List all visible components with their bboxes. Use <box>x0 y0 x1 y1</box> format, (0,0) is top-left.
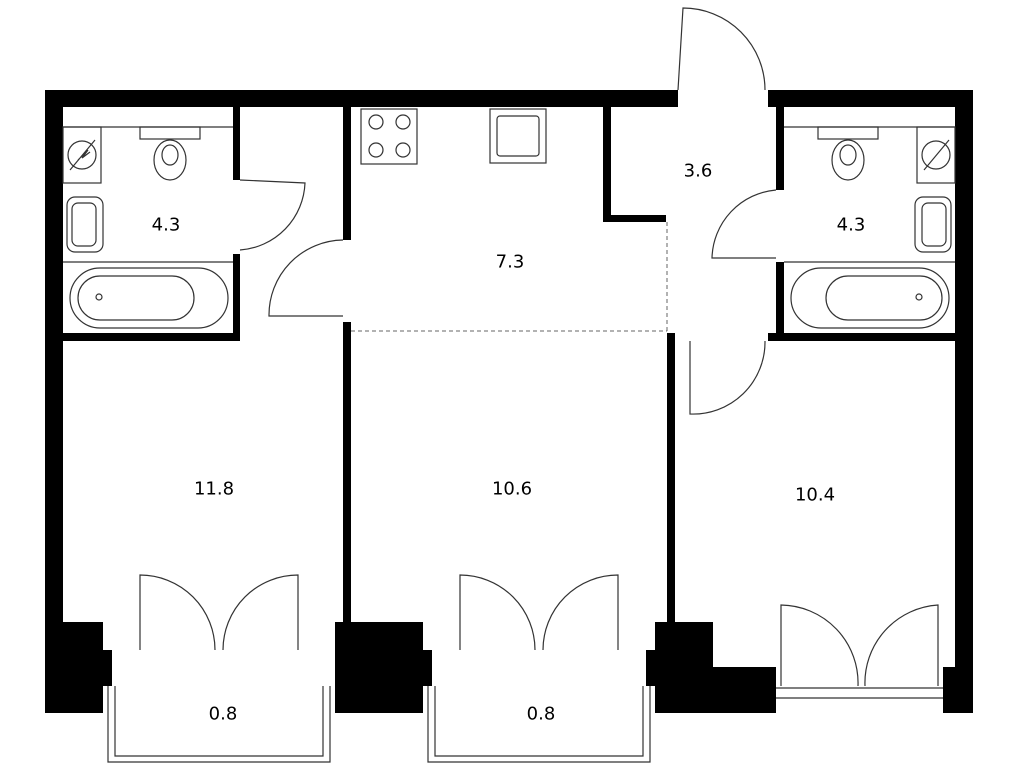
bathroom-left-fixtures <box>62 126 233 329</box>
doors <box>139 7 939 687</box>
washbasin-icon <box>914 196 952 253</box>
balconies <box>107 686 943 763</box>
room-area-bathroom-left: 4.3 <box>151 214 181 236</box>
zone-dividers <box>351 222 668 332</box>
toilet-icon <box>153 139 187 181</box>
bathroom-right-fixtures <box>784 126 956 329</box>
room-area-kitchen: 7.3 <box>495 251 525 273</box>
sink-icon <box>489 108 547 164</box>
room-area-living-room: 10.6 <box>491 478 533 500</box>
room-area-bedroom-right: 10.4 <box>794 484 836 506</box>
room-area-bathroom-right: 4.3 <box>836 214 866 236</box>
room-area-bedroom-left: 11.8 <box>193 478 235 500</box>
washing-machine-icon <box>62 126 102 184</box>
toilet-icon <box>831 139 865 181</box>
room-area-balcony-middle: 0.8 <box>526 703 556 725</box>
bathtub-icon <box>790 267 950 329</box>
bathtub-icon <box>69 267 229 329</box>
washbasin-icon <box>66 196 104 253</box>
washing-machine-icon <box>916 126 956 184</box>
walls <box>45 90 973 713</box>
stove-icon <box>360 108 418 165</box>
room-area-hallway: 3.6 <box>683 160 713 182</box>
kitchen-fixtures <box>360 108 547 165</box>
room-area-balcony-left: 0.8 <box>208 703 238 725</box>
